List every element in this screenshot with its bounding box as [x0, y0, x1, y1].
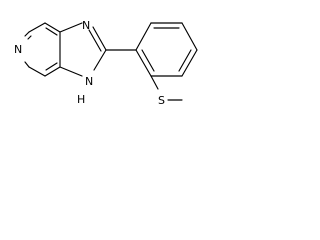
bond-cb1-cb2 — [135, 22, 152, 51]
bond-n3-c2i-double — [88, 29, 102, 52]
bond-cb4-cb5-inner — [178, 49, 192, 72]
bond-c6-c5 — [44, 22, 61, 33]
bond-cb6-cb1-inner — [141, 49, 155, 72]
bond-cb6-s — [150, 75, 159, 90]
molecule-canvas: N N N H S — [0, 0, 206, 127]
pyridine-nitrogen-label: N — [14, 43, 22, 56]
molecule-structure: N N N H S — [14, 19, 198, 107]
bond-cb3-cb4 — [181, 22, 198, 51]
bond-n3-c2i — [92, 26, 107, 51]
bond-c6-c5-inner — [45, 27, 58, 36]
bond-cb4-cb5 — [181, 49, 198, 77]
bond-c2i-n1h — [93, 49, 107, 71]
bond-c5-n3 — [59, 22, 83, 33]
bond-c7-c6 — [28, 22, 46, 33]
bond-c2-n1 — [24, 61, 30, 68]
imidazole-nh-nitrogen-label: N — [85, 75, 93, 88]
imidazole-nh-hydrogen-label: H — [77, 93, 85, 106]
bond-n1h-c4 — [59, 66, 83, 77]
sulfur-label: S — [158, 94, 165, 107]
bond-c4-c3 — [44, 66, 61, 77]
bond-lines — [24, 22, 198, 101]
atom-labels: N N N H S — [14, 19, 165, 107]
bond-c7-n1 — [24, 31, 30, 37]
imidazole-n3-label: N — [82, 19, 90, 32]
bond-c4-c3-inner — [45, 62, 58, 71]
bond-c3-c2 — [28, 66, 46, 77]
bond-c7-n1-inner — [27, 35, 32, 40]
bond-cb6-cb1 — [135, 49, 152, 77]
